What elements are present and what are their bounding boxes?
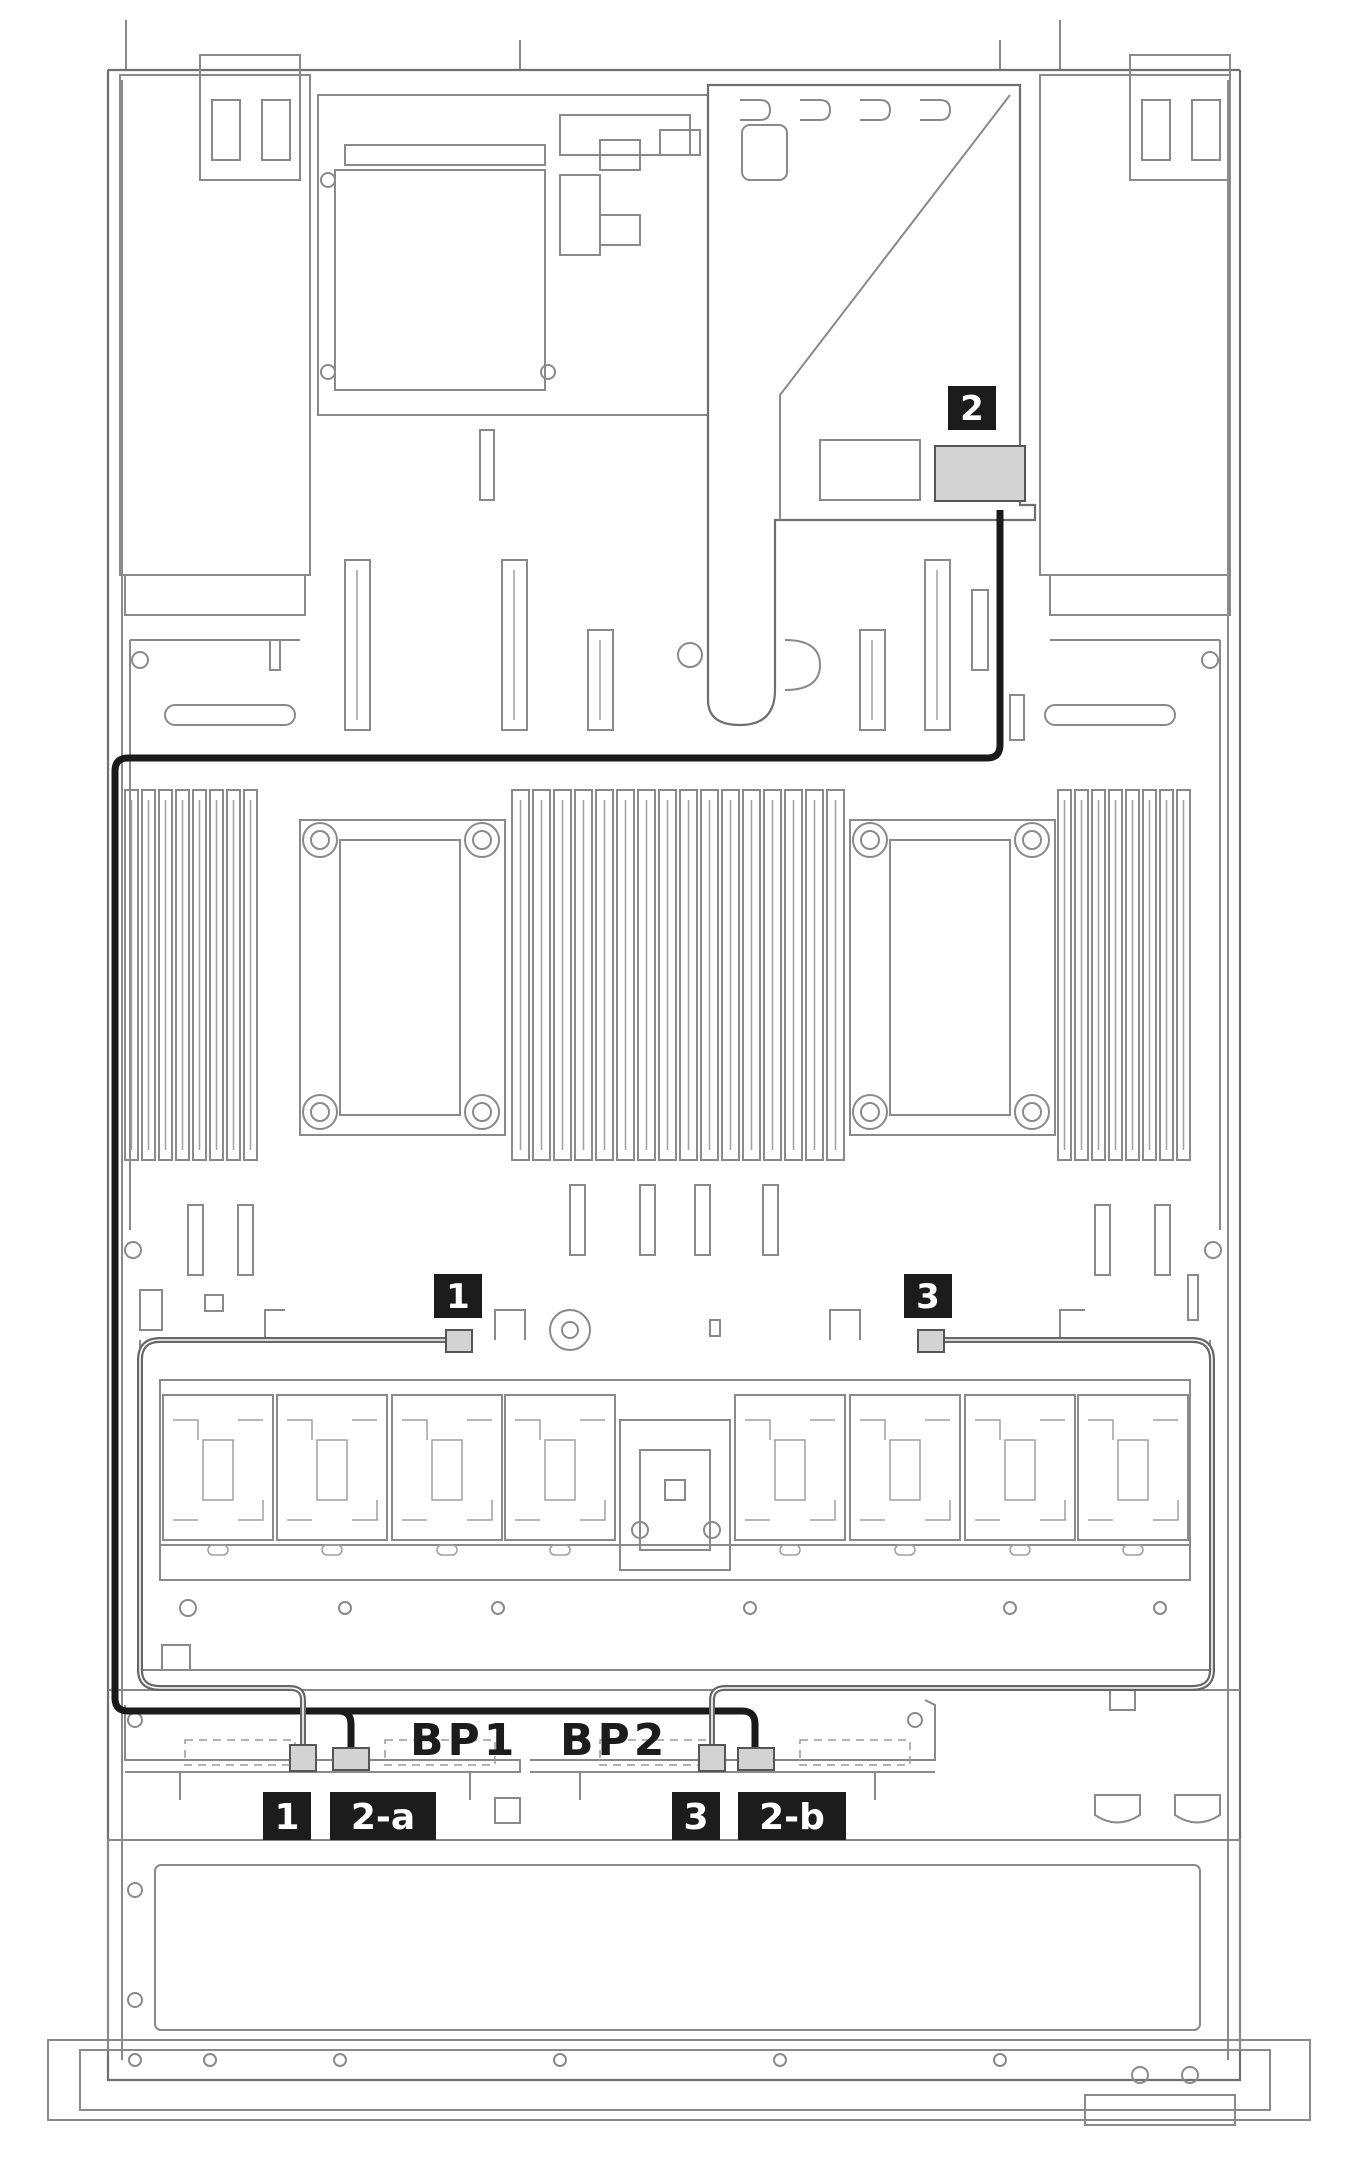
dimm-slot xyxy=(637,789,656,1161)
dimm-slot xyxy=(1057,789,1072,1161)
dimm-slot xyxy=(553,789,572,1161)
cpu-2 xyxy=(849,819,1056,1136)
onboard-connector-3 xyxy=(917,1329,945,1353)
dimm-slot xyxy=(595,789,614,1161)
svg-text:2: 2 xyxy=(960,389,984,429)
dimm-slot xyxy=(124,789,139,1161)
cable-riser-to-bp2 xyxy=(128,1707,759,1752)
side-connectors xyxy=(131,639,1219,726)
callout-2b-bottom: 2-b xyxy=(738,1792,846,1840)
riser-connector-2 xyxy=(934,445,1026,502)
dimm-slot xyxy=(1108,789,1123,1161)
dimm-slot xyxy=(192,789,207,1161)
dimm-slot xyxy=(209,789,224,1161)
dimm-slot xyxy=(243,789,258,1161)
fan-module xyxy=(162,1394,274,1556)
connectors xyxy=(289,445,1026,1772)
dimm-slot xyxy=(721,789,740,1161)
dimm-slot xyxy=(175,789,190,1161)
callout-3-top: 3 xyxy=(904,1274,952,1318)
fan-module xyxy=(964,1394,1076,1556)
dimm-slot xyxy=(616,789,635,1161)
svg-text:2-b: 2-b xyxy=(759,1797,825,1838)
lower-board-connectors xyxy=(124,1184,1222,1351)
callout-1-top: 1 xyxy=(434,1274,482,1318)
dimm-slot xyxy=(763,789,782,1161)
dimm-slot xyxy=(742,789,761,1161)
backplane-area xyxy=(108,1689,1240,1824)
power-supply-right xyxy=(1039,54,1231,616)
bp2-connector-2b xyxy=(737,1747,775,1771)
fan-module xyxy=(849,1394,961,1556)
dimm-slot xyxy=(805,789,824,1161)
cable-riser-to-bp1 xyxy=(111,510,1004,1752)
chassis-outline xyxy=(106,20,1242,2082)
bp2-connector-3 xyxy=(698,1744,726,1772)
fan-cage xyxy=(139,1309,1211,1671)
dimm-slot xyxy=(532,789,551,1161)
fan-module xyxy=(1077,1394,1189,1556)
svg-text:1: 1 xyxy=(446,1277,470,1317)
fan-module xyxy=(391,1394,503,1556)
fans xyxy=(162,1394,1189,1556)
bp2-label: BP2 xyxy=(560,1715,668,1766)
cpu-1 xyxy=(299,819,506,1136)
callout-2-top: 2 xyxy=(948,386,996,430)
dimm-slot xyxy=(141,789,156,1161)
rear-riser-area xyxy=(317,94,709,501)
motherboard-outline xyxy=(129,639,1221,1230)
dimm-slot xyxy=(1091,789,1106,1161)
fan-module xyxy=(276,1394,388,1556)
dimm-slot xyxy=(158,789,173,1161)
dimm-slot xyxy=(226,789,241,1161)
fan-module xyxy=(504,1394,616,1556)
dimm-slots-right xyxy=(1057,789,1191,1161)
callout-2a-bottom: 2-a xyxy=(330,1792,436,1840)
dimm-slot xyxy=(700,789,719,1161)
svg-text:2-a: 2-a xyxy=(351,1797,415,1838)
front-drive-bay xyxy=(47,1839,1311,2126)
onboard-connector-1 xyxy=(445,1329,473,1353)
dimm-slot xyxy=(784,789,803,1161)
dimm-slot xyxy=(574,789,593,1161)
svg-text:1: 1 xyxy=(274,1797,299,1838)
svg-text:3: 3 xyxy=(683,1797,708,1838)
bp1-label: BP1 xyxy=(410,1715,518,1766)
dimm-slots-left xyxy=(124,789,258,1161)
dimm-slot xyxy=(1125,789,1140,1161)
pcie-slots xyxy=(344,559,1025,741)
bp1-connector-2a xyxy=(332,1747,370,1771)
dimm-slot xyxy=(658,789,677,1161)
dimm-slot xyxy=(1176,789,1191,1161)
svg-text:3: 3 xyxy=(916,1277,940,1317)
dimm-slot xyxy=(1074,789,1089,1161)
dimm-slot xyxy=(679,789,698,1161)
callout-1-bottom: 1 xyxy=(263,1792,311,1840)
dimm-slot xyxy=(1142,789,1157,1161)
callout-3-bottom: 3 xyxy=(672,1792,720,1840)
fan-module xyxy=(734,1394,846,1556)
dimm-slot xyxy=(511,789,530,1161)
dimm-slot xyxy=(1159,789,1174,1161)
dimm-slots-center xyxy=(511,789,845,1161)
riser-card xyxy=(677,83,1037,727)
bp1-connector-1 xyxy=(289,1744,317,1772)
dimm-slot xyxy=(826,789,845,1161)
power-supply-left xyxy=(119,54,311,616)
